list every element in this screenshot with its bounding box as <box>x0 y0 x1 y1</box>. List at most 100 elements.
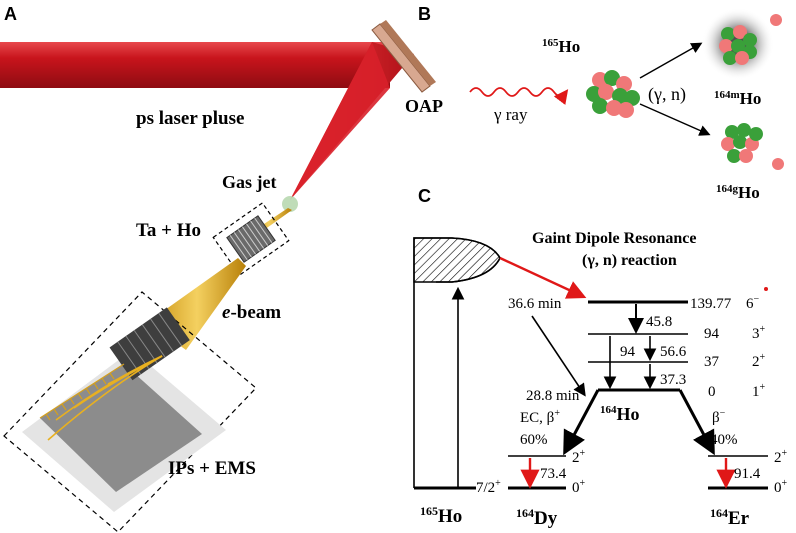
gas-jet <box>282 196 298 212</box>
ho165-spin-value: 7/2 <box>476 480 495 496</box>
emitted-neutron-2 <box>772 158 784 170</box>
dy-spin-upper-sup: + <box>580 448 586 459</box>
ec-label-sup: + <box>554 408 560 419</box>
ec-decay-arrow <box>563 389 600 456</box>
halflife-isomer: 36.6 min <box>508 296 562 312</box>
isomer-arrow <box>639 42 703 79</box>
parent-nucleus <box>586 70 640 118</box>
gdr-hatched-region <box>413 237 501 283</box>
beta-label: β− <box>712 408 726 426</box>
red-dot <box>764 287 768 291</box>
detector-label: IPs + EMS <box>168 458 256 479</box>
level-37-energy: 37 <box>704 354 720 370</box>
ground-arrow <box>639 103 711 136</box>
parent-mass: 165 <box>542 37 559 49</box>
level-94-spin: 3+ <box>752 324 766 342</box>
level-94-parity: + <box>760 324 766 335</box>
er-symbol: Er <box>728 508 750 529</box>
er-spin-lower-value: 0 <box>774 480 782 496</box>
level-0-energy: 0 <box>708 384 716 400</box>
ground-label: 164gHo <box>716 183 760 202</box>
level-0-parity: + <box>760 382 766 393</box>
halflife-ground: 28.8 min <box>526 388 580 404</box>
focused-laser-cone-inner <box>290 42 390 200</box>
er-spin-lower: 0+ <box>774 478 788 496</box>
transition-37-3-label: 37.3 <box>660 372 686 388</box>
dy-spin-lower-sup: + <box>580 478 586 489</box>
transition-56-6-label: 56.6 <box>660 344 687 360</box>
parent-nucleus-label: 165Ho <box>542 37 580 56</box>
er-spin-lower-sup: + <box>782 478 788 489</box>
ho165-spin-sup: + <box>495 478 501 489</box>
reaction-label-b: (γ, n) <box>648 84 686 105</box>
level-0-spin: 1+ <box>752 382 766 400</box>
dy-spin-lower-value: 0 <box>572 480 580 496</box>
ground-mass: 164g <box>716 183 739 195</box>
transition-94-label: 94 <box>620 344 636 360</box>
ground-nucleus <box>721 123 763 163</box>
dy-symbol: Dy <box>534 508 558 529</box>
er-mass: 164 <box>710 506 728 520</box>
er-spin-upper: 2+ <box>774 448 788 466</box>
level-0-spin-value: 1 <box>752 384 760 400</box>
dy-spin-lower: 0+ <box>572 478 586 496</box>
beta-percent: 40% <box>710 432 738 448</box>
laser-beam <box>0 42 390 88</box>
oap-label: OAP <box>405 96 443 116</box>
level-139-spin-value: 6 <box>746 296 754 312</box>
er-spin-upper-value: 2 <box>774 450 782 466</box>
target-label: Ta + Ho <box>136 220 201 241</box>
isomer-label: 164mHo <box>714 89 761 108</box>
ta-ho-target <box>212 202 290 276</box>
ec-label-text: EC, β <box>520 410 554 426</box>
parent-symbol: Ho <box>559 37 581 56</box>
dy-spin-upper: 2+ <box>572 448 586 466</box>
level-37-spin: 2+ <box>752 352 766 370</box>
ho165-spin: 7/2+ <box>476 478 501 496</box>
isomer-nucleus <box>702 8 774 80</box>
level-37-parity: + <box>760 352 766 363</box>
ebeam-label-italic: e <box>222 302 231 323</box>
level-139-energy: 139.77 <box>690 296 732 312</box>
isomer-symbol: Ho <box>740 89 762 108</box>
beta-label-sup: − <box>720 408 726 419</box>
dy-mass: 164 <box>516 506 534 520</box>
ebeam-label-rest: -beam <box>230 302 281 323</box>
detector-assembly <box>3 291 257 533</box>
beta-decay-arrow <box>678 389 715 456</box>
laser-label: ps laser pluse <box>136 108 244 129</box>
isomer-mass: 164m <box>714 89 740 101</box>
ho165-symbol: Ho <box>438 506 462 527</box>
center-mass: 164 <box>600 404 617 416</box>
gdr-to-isomer-arrow <box>499 256 587 299</box>
oap-mirror <box>371 20 436 93</box>
ebeam-label: e-beam <box>222 302 281 323</box>
gamma-ray-label: γ ray <box>493 105 528 124</box>
beta-label-text: β <box>712 410 720 426</box>
panel-c-label: C <box>418 186 431 206</box>
gdr-title-line2: (γ, n) reaction <box>582 252 677 269</box>
ground-symbol: Ho <box>738 183 760 202</box>
gamma-ray-wave <box>469 87 569 105</box>
emitted-neutron-1 <box>770 14 782 26</box>
ec-label: EC, β+ <box>520 408 560 426</box>
panel-b-label: B <box>418 4 431 24</box>
gdr-title-line1: Gaint Dipole Resonance <box>532 230 696 247</box>
gas-jet-label: Gas jet <box>222 172 276 192</box>
er-spin-upper-sup: + <box>782 448 788 459</box>
level-94-spin-value: 3 <box>752 326 760 342</box>
center-symbol: Ho <box>617 404 640 424</box>
ho165-label: 165Ho <box>420 504 462 527</box>
level-139-spin: 6− <box>746 294 760 312</box>
level-139-parity: − <box>754 294 760 305</box>
panel-a-label: A <box>4 4 17 24</box>
transition-45-8-label: 45.8 <box>646 314 672 330</box>
dy-label: 164Dy <box>516 506 558 529</box>
ho165-mass: 165 <box>420 504 438 518</box>
dy-spin-upper-value: 2 <box>572 450 580 466</box>
center-ho-label: 164Ho <box>600 404 640 424</box>
dy-gamma-label: 73.4 <box>540 466 567 482</box>
level-37-spin-value: 2 <box>752 354 760 370</box>
